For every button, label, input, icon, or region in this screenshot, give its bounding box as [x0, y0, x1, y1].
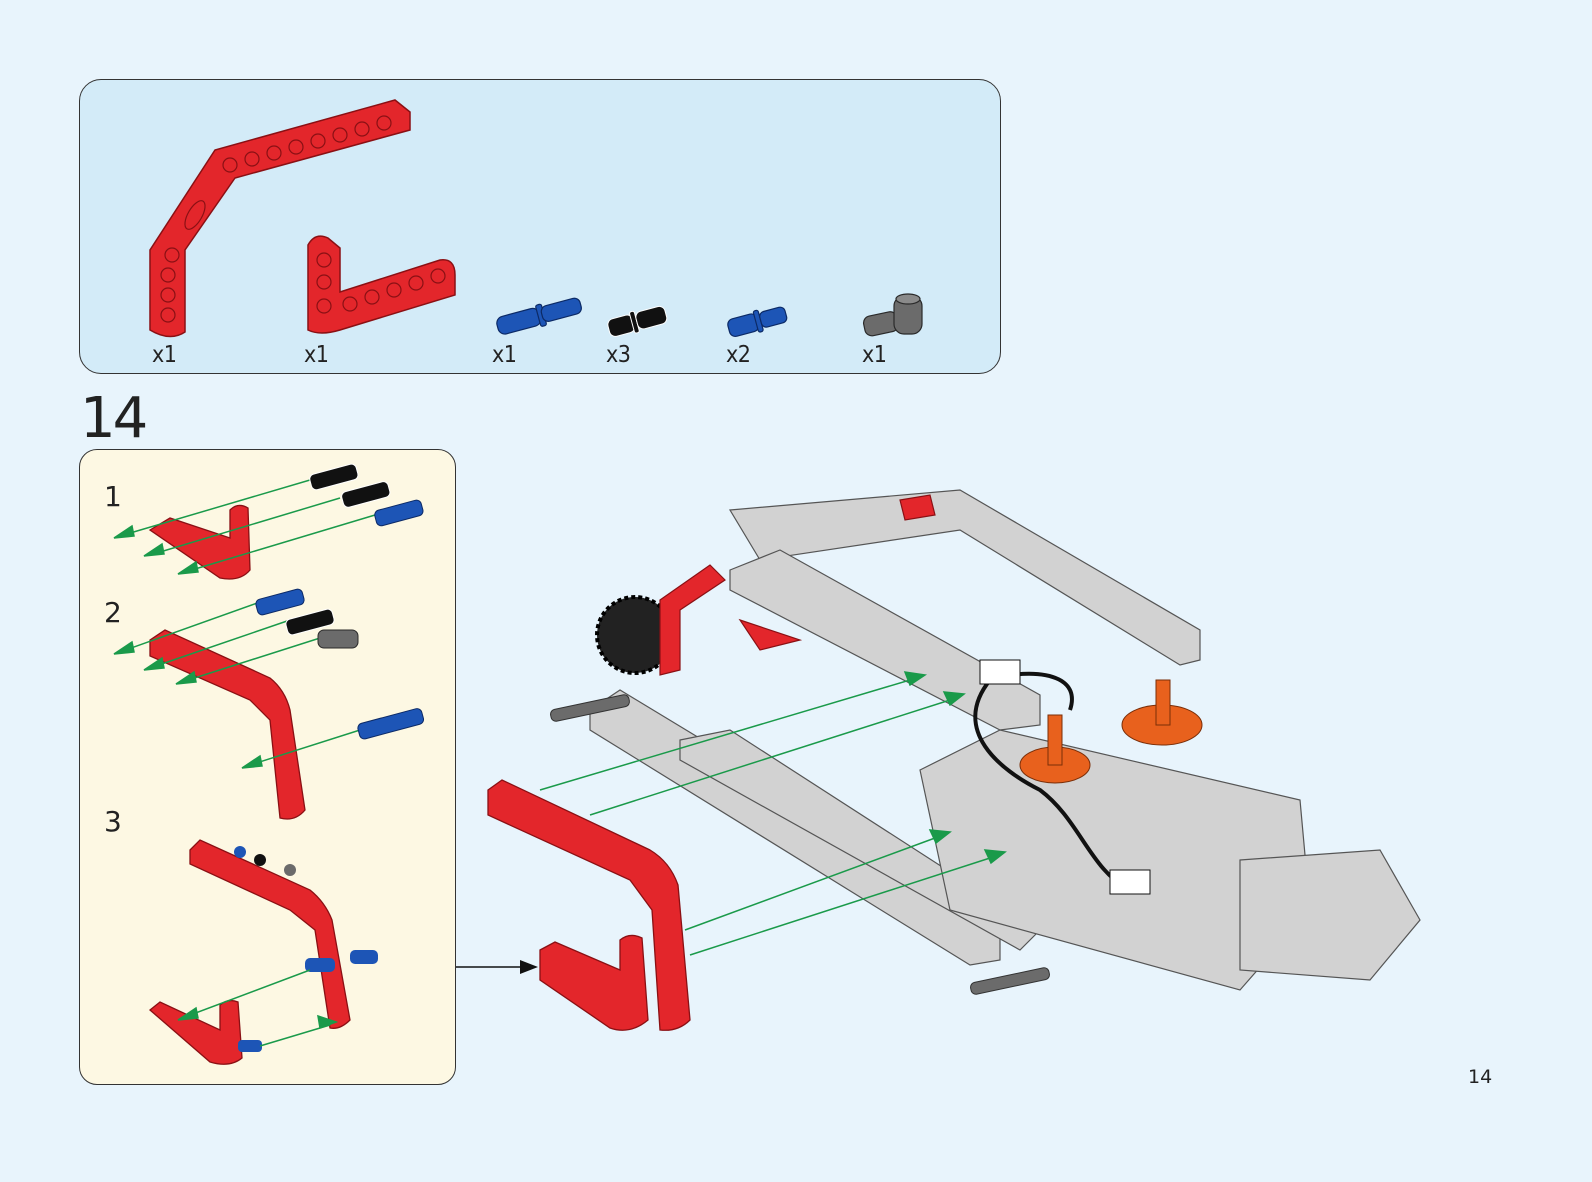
substep-number-2: 2	[104, 596, 122, 629]
part-quantity: x1	[862, 342, 887, 368]
part-quantity: x1	[152, 342, 177, 368]
part-quantity: x1	[304, 342, 329, 368]
substep-number-3: 3	[104, 805, 122, 838]
part-quantity: x2	[726, 342, 751, 368]
parts-list-box: x1 x1 x1 x3 x2	[79, 79, 1001, 374]
substep-1-illustration	[113, 463, 424, 580]
substep-3-illustration	[148, 839, 378, 1065]
substep-number-1: 1	[104, 480, 122, 513]
part-quantity: x1	[492, 342, 517, 368]
part-blue-short-axle-pin	[727, 306, 788, 338]
page-number: 14	[1468, 1066, 1493, 1088]
part-red-l-liftarm	[307, 235, 456, 334]
blue-pin-icon	[374, 499, 424, 527]
red-liftarm-subassembly	[487, 779, 691, 1031]
insertion-arrows	[539, 671, 1007, 956]
part-red-bent-liftarm	[149, 99, 411, 338]
part-grey-pin-with-pinhole	[862, 293, 923, 337]
motor-hub	[1019, 679, 1203, 784]
part-black-friction-pin	[607, 305, 668, 337]
substep-panel: 1 2 3	[79, 449, 456, 1085]
main-assembly-illustration	[487, 489, 1421, 1031]
black-pin-icon	[309, 463, 359, 491]
substep-2-illustration	[113, 588, 425, 820]
black-pin-icon	[341, 481, 391, 508]
callout-arrow-icon	[456, 960, 538, 974]
part-blue-axle-pin	[496, 297, 582, 335]
step-number: 14	[80, 386, 148, 451]
part-quantity: x3	[606, 342, 631, 368]
